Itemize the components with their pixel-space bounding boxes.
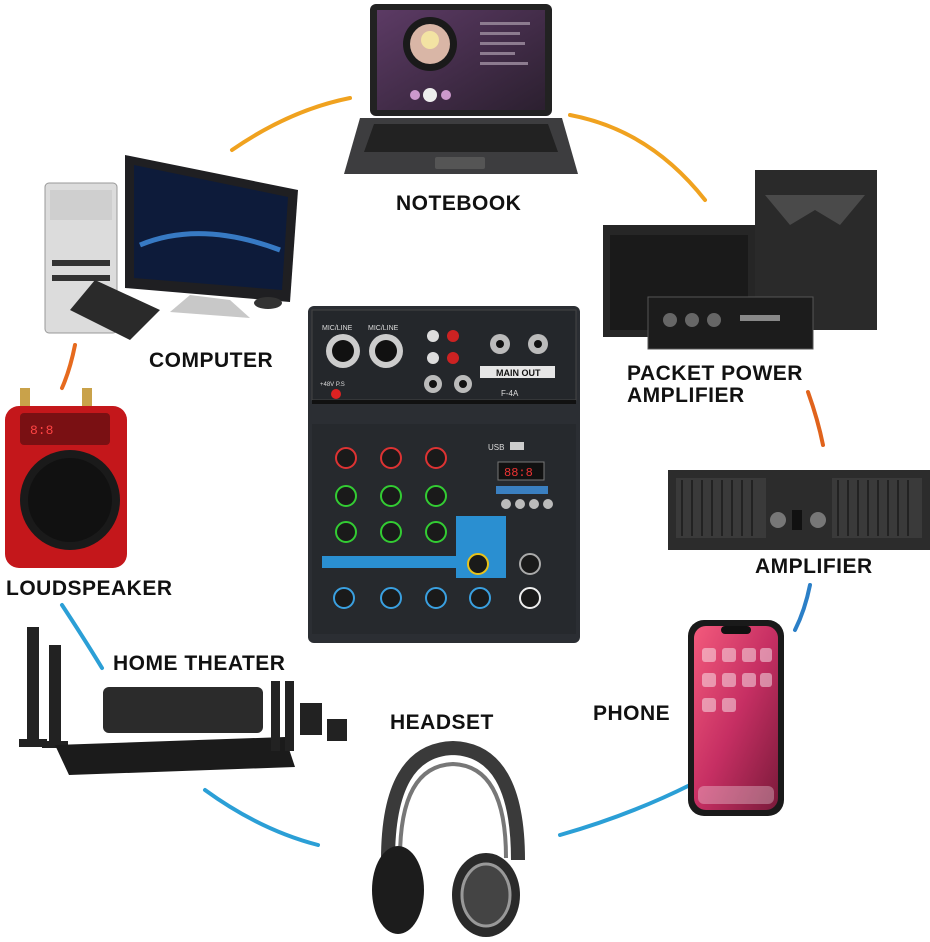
loudspeaker-label: LOUDSPEAKER xyxy=(6,577,173,600)
link-amplifier-phone xyxy=(793,583,812,632)
link-notebook-speakers xyxy=(568,113,707,202)
phone-label: PHONE xyxy=(593,702,671,725)
phone-image xyxy=(686,618,786,818)
notebook-label: NOTEBOOK xyxy=(396,192,522,215)
loudspeaker-image: 8:8 xyxy=(0,388,130,573)
home-theater-label: HOME THEATER xyxy=(113,652,286,675)
mic-line-1-label: MIC/LINE xyxy=(322,325,353,332)
audio-mixer: MIC/LINE MIC/LINE +48V P.S MAIN OUT F-4A xyxy=(308,306,580,643)
packet-power-amplifier-image xyxy=(600,165,880,355)
home-theater-image xyxy=(15,625,360,790)
phantom-label: +48V P.S xyxy=(320,382,345,388)
packet-power-amplifier-label-line2: AMPLIFIER xyxy=(627,384,745,407)
computer-image xyxy=(40,150,300,340)
link-headset-phone xyxy=(558,783,692,837)
amplifier-label: AMPLIFIER xyxy=(755,555,873,578)
svg-text:8:8: 8:8 xyxy=(30,423,53,438)
link-computer-loudspeaker xyxy=(60,343,77,390)
packet-power-amplifier-label-line1: PACKET POWER xyxy=(627,362,803,385)
link-loudspeaker-hometheater xyxy=(60,603,104,670)
usb-label: USB xyxy=(488,443,504,452)
headset-label: HEADSET xyxy=(390,711,494,734)
headset-image xyxy=(368,740,528,942)
link-packetamp-amplifier xyxy=(806,390,825,447)
link-hometheater-headset xyxy=(203,788,320,847)
channel-strips xyxy=(322,447,491,609)
amplifier-image xyxy=(668,460,930,552)
mic-line-2-label: MIC/LINE xyxy=(368,325,399,332)
model-label: F-4A xyxy=(501,389,519,398)
link-computer-notebook xyxy=(230,96,352,152)
computer-label: COMPUTER xyxy=(149,349,274,372)
svg-text:88:8: 88:8 xyxy=(504,466,533,480)
notebook-image xyxy=(340,2,580,182)
main-out-label: MAIN OUT xyxy=(496,368,541,378)
